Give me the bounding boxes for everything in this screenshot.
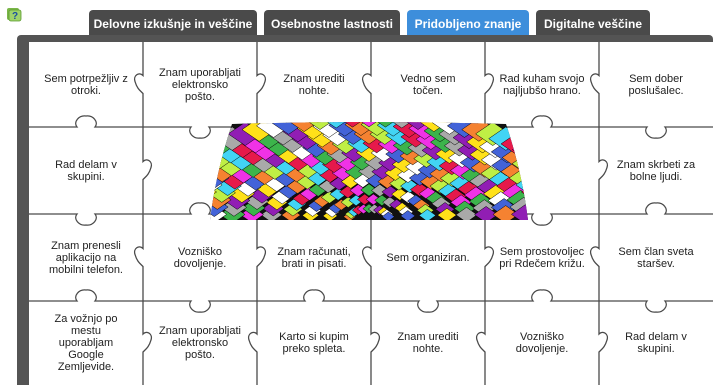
card-nail-care-2[interactable]: Znam urediti nohte. bbox=[397, 331, 459, 355]
puzzle-piece-outlines bbox=[29, 42, 713, 385]
tab-personal-traits[interactable]: Osebnostne lastnosti bbox=[264, 10, 400, 38]
card-good-listener[interactable]: Sem dober poslušalec. bbox=[628, 72, 684, 97]
tab-acquired-knowledge[interactable]: Pridobljeno znanje bbox=[407, 10, 529, 38]
puzzle-board: Sem potrpežljiv z otroki. Znam uporablja… bbox=[17, 35, 713, 385]
card-teamwork-2[interactable]: Rad delam v skupini. bbox=[625, 331, 687, 355]
card-online-ticket[interactable]: Karto si kupim preko spleta. bbox=[279, 331, 349, 355]
card-nail-care[interactable]: Znam urediti nohte. bbox=[283, 72, 345, 97]
card-driving-license[interactable]: Vozniško dovoljenje. bbox=[173, 245, 227, 270]
tab-work-experience[interactable]: Delovne izkušnje in veščine bbox=[89, 10, 257, 38]
card-red-cross-volunteer[interactable]: Sem prostovoljec pri Rdečem križu. bbox=[499, 245, 585, 270]
card-patient-with-children[interactable]: Sem potrpežljiv z otroki. bbox=[44, 72, 128, 97]
card-driving-license-2[interactable]: Vozniško dovoljenje. bbox=[515, 331, 569, 355]
card-always-punctual[interactable]: Vedno sem točen. bbox=[400, 72, 456, 97]
card-organized[interactable]: Sem organiziran. bbox=[386, 251, 470, 264]
puzzle-grid: Sem potrpežljiv z otroki. Znam uporablja… bbox=[29, 42, 713, 385]
card-teamwork[interactable]: Rad delam v skupini. bbox=[55, 158, 117, 183]
card-google-maps[interactable]: Za vožnjo po mestu uporabljam Google Zem… bbox=[54, 313, 118, 373]
card-email-skills-2[interactable]: Znam uporabljati elektronsko pošto. bbox=[159, 325, 241, 361]
card-install-mobile-app[interactable]: Znam prenesli aplikacijo na mobilni tele… bbox=[49, 239, 123, 276]
rainbow-mosaic-image bbox=[210, 122, 528, 220]
card-parent-council[interactable]: Sem član sveta staršev. bbox=[618, 245, 694, 270]
card-math-reading-writing[interactable]: Znam računati, brati in pisati. bbox=[277, 245, 351, 270]
tab-digital-skills[interactable]: Digitalne veščine bbox=[536, 10, 650, 38]
svg-text:?: ? bbox=[12, 11, 18, 22]
card-cooking[interactable]: Rad kuham svojo najljubšo hrano. bbox=[499, 72, 585, 97]
help-icon[interactable]: ? bbox=[6, 6, 22, 22]
card-care-for-sick[interactable]: Znam skrbeti za bolne ljudi. bbox=[616, 158, 696, 183]
card-email-skills[interactable]: Znam uporabljati elektronsko pošto. bbox=[159, 66, 241, 103]
